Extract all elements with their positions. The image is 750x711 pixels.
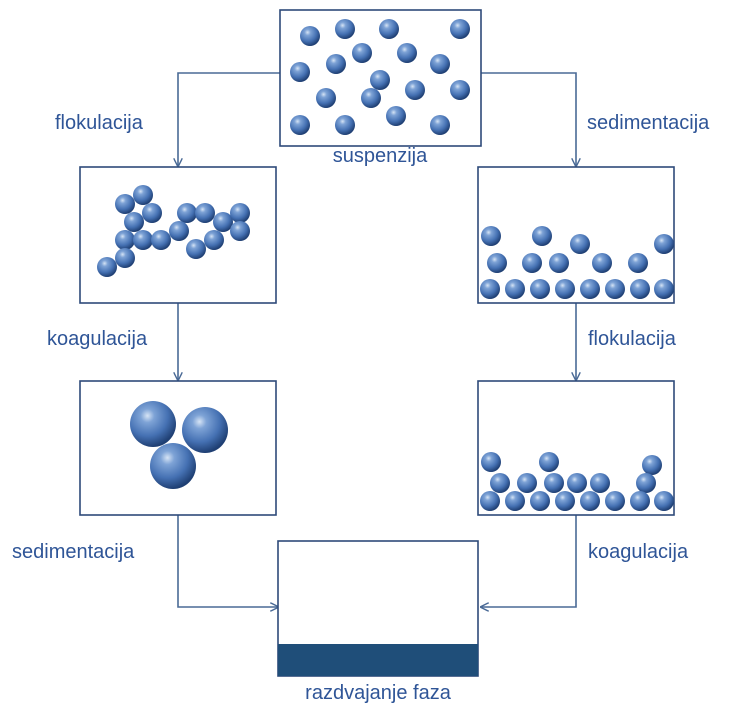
left-mid-process-label: koagulacija: [47, 328, 148, 350]
particle: [133, 230, 153, 250]
particle: [97, 257, 117, 277]
particle: [230, 221, 250, 241]
left-bottom-process-label: sedimentacija: [12, 541, 135, 563]
arrow-flokulacija-left: [178, 72, 280, 166]
particle: [490, 473, 510, 493]
left-top-process-label: flokulacija: [55, 112, 143, 134]
particle: [480, 279, 500, 299]
suspension-label: suspenzija: [332, 145, 428, 167]
particle: [544, 473, 564, 493]
particle: [115, 194, 135, 214]
particle: [580, 279, 600, 299]
particle: [177, 203, 197, 223]
particle: [379, 19, 399, 39]
particle: [654, 491, 674, 511]
large-particle: [182, 407, 228, 453]
particle: [636, 473, 656, 493]
particle: [539, 452, 559, 472]
particle: [115, 248, 135, 268]
particle: [555, 279, 575, 299]
particle: [567, 473, 587, 493]
particle: [405, 80, 425, 100]
stage-boxes: [79, 9, 675, 677]
sedimented-particles: [480, 226, 674, 299]
large-particle: [150, 443, 196, 489]
particle: [151, 230, 171, 250]
particle: [487, 253, 507, 273]
particle: [430, 115, 450, 135]
particle: [142, 203, 162, 223]
particle: [654, 234, 674, 254]
particle: [570, 234, 590, 254]
particle: [481, 226, 501, 246]
particle: [290, 115, 310, 135]
particle: [505, 279, 525, 299]
particle: [605, 279, 625, 299]
particle: [124, 212, 144, 232]
flocculated-particles: [97, 185, 250, 277]
particle: [580, 491, 600, 511]
particle: [316, 88, 336, 108]
particle: [450, 80, 470, 100]
particle: [335, 115, 355, 135]
particle: [505, 491, 525, 511]
particle: [195, 203, 215, 223]
right-bottom-process-label: koagulacija: [588, 541, 689, 563]
arrow-koagulacija-right: [481, 515, 577, 607]
particle: [590, 473, 610, 493]
particle: [481, 452, 501, 472]
sediment-layer: [278, 644, 478, 676]
particle: [628, 253, 648, 273]
particle: [386, 106, 406, 126]
flocculated-sediment-particles: [480, 452, 674, 511]
particle: [592, 253, 612, 273]
particle: [532, 226, 552, 246]
particle: [352, 43, 372, 63]
particle: [169, 221, 189, 241]
particle: [326, 54, 346, 74]
particle: [230, 203, 250, 223]
large-particle: [130, 401, 176, 447]
particle: [630, 491, 650, 511]
particle: [335, 19, 355, 39]
particle: [522, 253, 542, 273]
particle: [361, 88, 381, 108]
result-label: razdvajanje faza: [305, 682, 451, 704]
particle: [480, 491, 500, 511]
particle: [300, 26, 320, 46]
particle: [204, 230, 224, 250]
particle: [642, 455, 662, 475]
connector-lines: [177, 72, 577, 607]
right-mid-process-label: flokulacija: [588, 328, 676, 350]
right-top-process-label: sedimentacija: [587, 112, 710, 134]
particle: [555, 491, 575, 511]
suspension-particles: [290, 19, 470, 135]
particle: [605, 491, 625, 511]
arrow-sedimentacija-right: [481, 72, 576, 166]
particle: [430, 54, 450, 74]
particle: [186, 239, 206, 259]
particle: [133, 185, 153, 205]
particle: [450, 19, 470, 39]
particle: [115, 230, 135, 250]
coagulated-particles: [130, 401, 228, 489]
particle: [213, 212, 233, 232]
particle: [397, 43, 417, 63]
particle: [530, 279, 550, 299]
arrow-sedimentacija-left: [177, 515, 278, 607]
particle: [517, 473, 537, 493]
particle: [370, 70, 390, 90]
particle: [654, 279, 674, 299]
particle: [630, 279, 650, 299]
particle: [549, 253, 569, 273]
particle: [290, 62, 310, 82]
particle: [530, 491, 550, 511]
